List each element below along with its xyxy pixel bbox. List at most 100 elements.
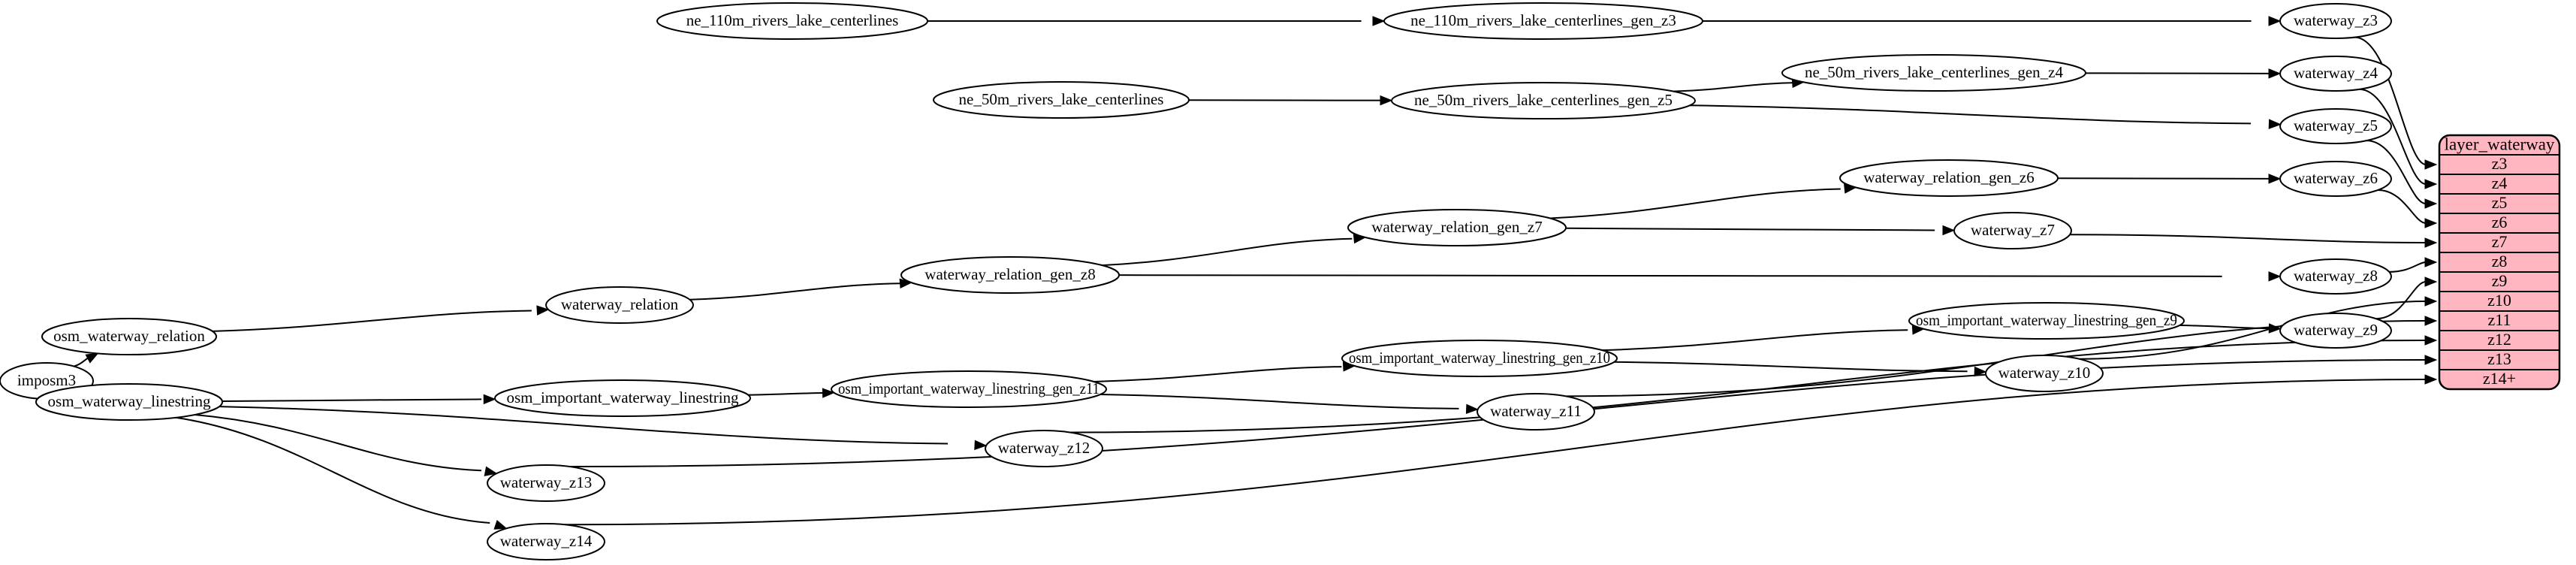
node-waterway_relation_gen_z6[interactable]: waterway_relation_gen_z6 [1839,159,2059,197]
node-ne_50m_rivers_lake_centerlines[interactable]: ne_50m_rivers_lake_centerlines [933,81,1190,119]
nodes-layer: imposm3osm_waterway_relationosm_waterway… [0,2,2392,560]
node-waterway_z5[interactable]: waterway_z5 [2279,108,2392,144]
edges-layer [71,16,2438,530]
edge-osm_waterway_linestring-to-waterway_z13 [195,414,482,472]
node-waterway_z13[interactable]: waterway_z13 [487,464,605,502]
node-ellipse-osm_important_waterway_linestring_gen_z11 [831,370,1107,408]
layer-table-label-z14plus: z14+ [2483,369,2516,388]
edge-arrowhead [2424,316,2438,326]
node-ne_50m_rivers_lake_centerlines_gen_z4[interactable]: ne_50m_rivers_lake_centerlines_gen_z4 [1781,54,2086,92]
layer-table-label-z12: z12 [2487,330,2511,349]
node-osm_important_waterway_linestring_gen_z9[interactable]: osm_important_waterway_linestring_gen_z9 [1908,302,2185,340]
node-osm_important_waterway_linestring_gen_z11[interactable]: osm_important_waterway_linestring_gen_z1… [831,370,1107,408]
node-ellipse-osm_waterway_linestring [35,383,223,421]
layer-table-row-z9[interactable] [2439,271,2559,292]
node-ellipse-osm_waterway_relation [41,318,217,355]
edge-waterway_relation_gen_z6-to-waterway_z6 [2057,177,2270,180]
node-ellipse-waterway_relation_gen_z6 [1839,159,2059,197]
layer-table-label-z4: z4 [2492,174,2508,192]
edge-waterway_relation-to-waterway_relation_gen_z8 [689,282,900,301]
node-waterway_relation_gen_z8[interactable]: waterway_relation_gen_z8 [900,256,1120,294]
node-waterway_z7[interactable]: waterway_z7 [1953,212,2072,249]
edge-waterway_z14-to-z14+ [564,379,2427,526]
layer-table-label-z7: z7 [2492,232,2508,251]
edge-osm_waterway_linestring-to-osm_important_waterway_linestring [222,398,482,403]
node-waterway_z14[interactable]: waterway_z14 [487,523,605,560]
node-osm_waterway_linestring[interactable]: osm_waterway_linestring [35,383,223,421]
edge-arrowhead [2424,179,2438,189]
edge-arrowhead [2268,119,2282,129]
edge-arrowhead [2424,355,2438,365]
node-waterway_relation_gen_z7[interactable]: waterway_relation_gen_z7 [1347,209,1567,246]
node-ellipse-waterway_relation_gen_z8 [900,256,1120,294]
node-osm_important_waterway_linestring_gen_z10[interactable]: osm_important_waterway_linestring_gen_z1… [1341,340,1618,377]
node-ellipse-osm_important_waterway_linestring_gen_z10 [1341,340,1618,377]
layer-table-label-z11: z11 [2488,310,2511,329]
edge-waterway_relation_gen_z7-to-waterway_z7 [1565,227,1935,231]
node-ellipse-waterway_z5 [2279,108,2392,144]
edge-arrowhead [1380,95,1393,106]
edge-arrowhead [1372,16,1386,26]
layer-table-row-z3[interactable] [2439,154,2559,175]
node-waterway_z8[interactable]: waterway_z8 [2279,258,2392,295]
edge-arrowhead [2424,335,2438,346]
layer-table-label-z8: z8 [2492,252,2508,270]
edge-osm_waterway_linestring-to-waterway_z14 [175,416,490,524]
edge-arrowhead [483,394,496,405]
node-waterway_z6[interactable]: waterway_z6 [2279,161,2392,197]
node-ellipse-waterway_z3 [2279,3,2392,39]
edge-waterway_z7-to-z7 [2070,234,2427,243]
node-osm_waterway_relation[interactable]: osm_waterway_relation [41,318,217,355]
node-ellipse-waterway_z12 [985,430,1103,467]
edge-waterway_relation_gen_z8-to-waterway_relation_gen_z7 [1102,237,1353,267]
edge-osm_important_waterway_linestring_gen_z10-to-waterway_z10 [1614,361,1968,373]
edge-osm_important_waterway_linestring-to-osm_important_waterway_linestring_gen_z11 [748,391,830,396]
node-ellipse-waterway_z11 [1477,393,1595,431]
node-ellipse-ne_50m_rivers_lake_centerlines_gen_z5 [1391,82,1696,119]
edge-ne_50m_rivers_lake_centerlines_gen_z5-to-ne_50m_rivers_lake_centerlines_gen_z4 [1673,81,1798,92]
node-waterway_z9[interactable]: waterway_z9 [2279,313,2392,349]
edge-osm_waterway_relation-to-waterway_relation [212,310,532,332]
node-ellipse-ne_50m_rivers_lake_centerlines [933,81,1190,119]
edge-arrowhead [2424,276,2438,287]
edge-arrowhead [2268,16,2282,26]
node-ellipse-osm_important_waterway_linestring [494,379,751,417]
node-waterway_z3[interactable]: waterway_z3 [2279,3,2392,39]
edge-osm_important_waterway_linestring_gen_z10-to-osm_important_waterway_linestring_gen_z9 [1602,329,1908,352]
node-ellipse-osm_important_waterway_linestring_gen_z9 [1908,302,2185,340]
node-waterway_z12[interactable]: waterway_z12 [985,430,1103,467]
edge-arrowhead [1974,366,1987,377]
node-ellipse-ne_110m_rivers_lake_centerlines_gen_z3 [1383,2,1703,40]
layer-table-label-z6: z6 [2492,213,2508,231]
node-ellipse-waterway_z9 [2279,313,2392,349]
node-osm_important_waterway_linestring[interactable]: osm_important_waterway_linestring [494,379,751,417]
edge-arrowhead [536,305,550,316]
layer-table-label-z9: z9 [2492,271,2508,290]
edge-waterway_relation_gen_z8-to-waterway_z8 [1118,274,2222,277]
edge-arrowhead [2424,198,2438,209]
node-waterway_z11[interactable]: waterway_z11 [1477,393,1595,431]
node-ellipse-waterway_z13 [487,464,605,502]
node-waterway_z10[interactable]: waterway_z10 [1985,355,2104,392]
layer-table-outline [2438,134,2561,391]
edge-waterway_z4-to-z4 [2359,88,2427,185]
edge-osm_waterway_linestring-to-waterway_z12 [219,406,949,445]
node-ne_110m_rivers_lake_centerlines[interactable]: ne_110m_rivers_lake_centerlines [656,2,928,40]
node-ne_110m_rivers_lake_centerlines_gen_z3[interactable]: ne_110m_rivers_lake_centerlines_gen_z3 [1383,2,1703,40]
edge-arrowhead [822,388,835,398]
edge-waterway_relation_gen_z7-to-waterway_relation_gen_z6 [1549,188,1841,219]
edge-arrowhead [974,440,988,451]
node-waterway_relation[interactable]: waterway_relation [545,286,694,324]
node-waterway_z4[interactable]: waterway_z4 [2279,56,2392,92]
edge-osm_important_waterway_linestring_gen_z11-to-waterway_z11 [1100,393,1459,409]
layer-table-title: layer_waterway [2445,134,2555,153]
edge-arrowhead [2424,218,2438,228]
layer-table-row-z14plus[interactable] [2439,369,2559,389]
node-ellipse-ne_50m_rivers_lake_centerlines_gen_z4 [1781,54,2086,92]
edge-arrowhead [493,520,508,530]
node-ne_50m_rivers_lake_centerlines_gen_z5[interactable]: ne_50m_rivers_lake_centerlines_gen_z5 [1391,82,1696,119]
edge-waterway_z3-to-z3 [2354,36,2427,165]
layer-table-label-z10: z10 [2487,291,2511,310]
